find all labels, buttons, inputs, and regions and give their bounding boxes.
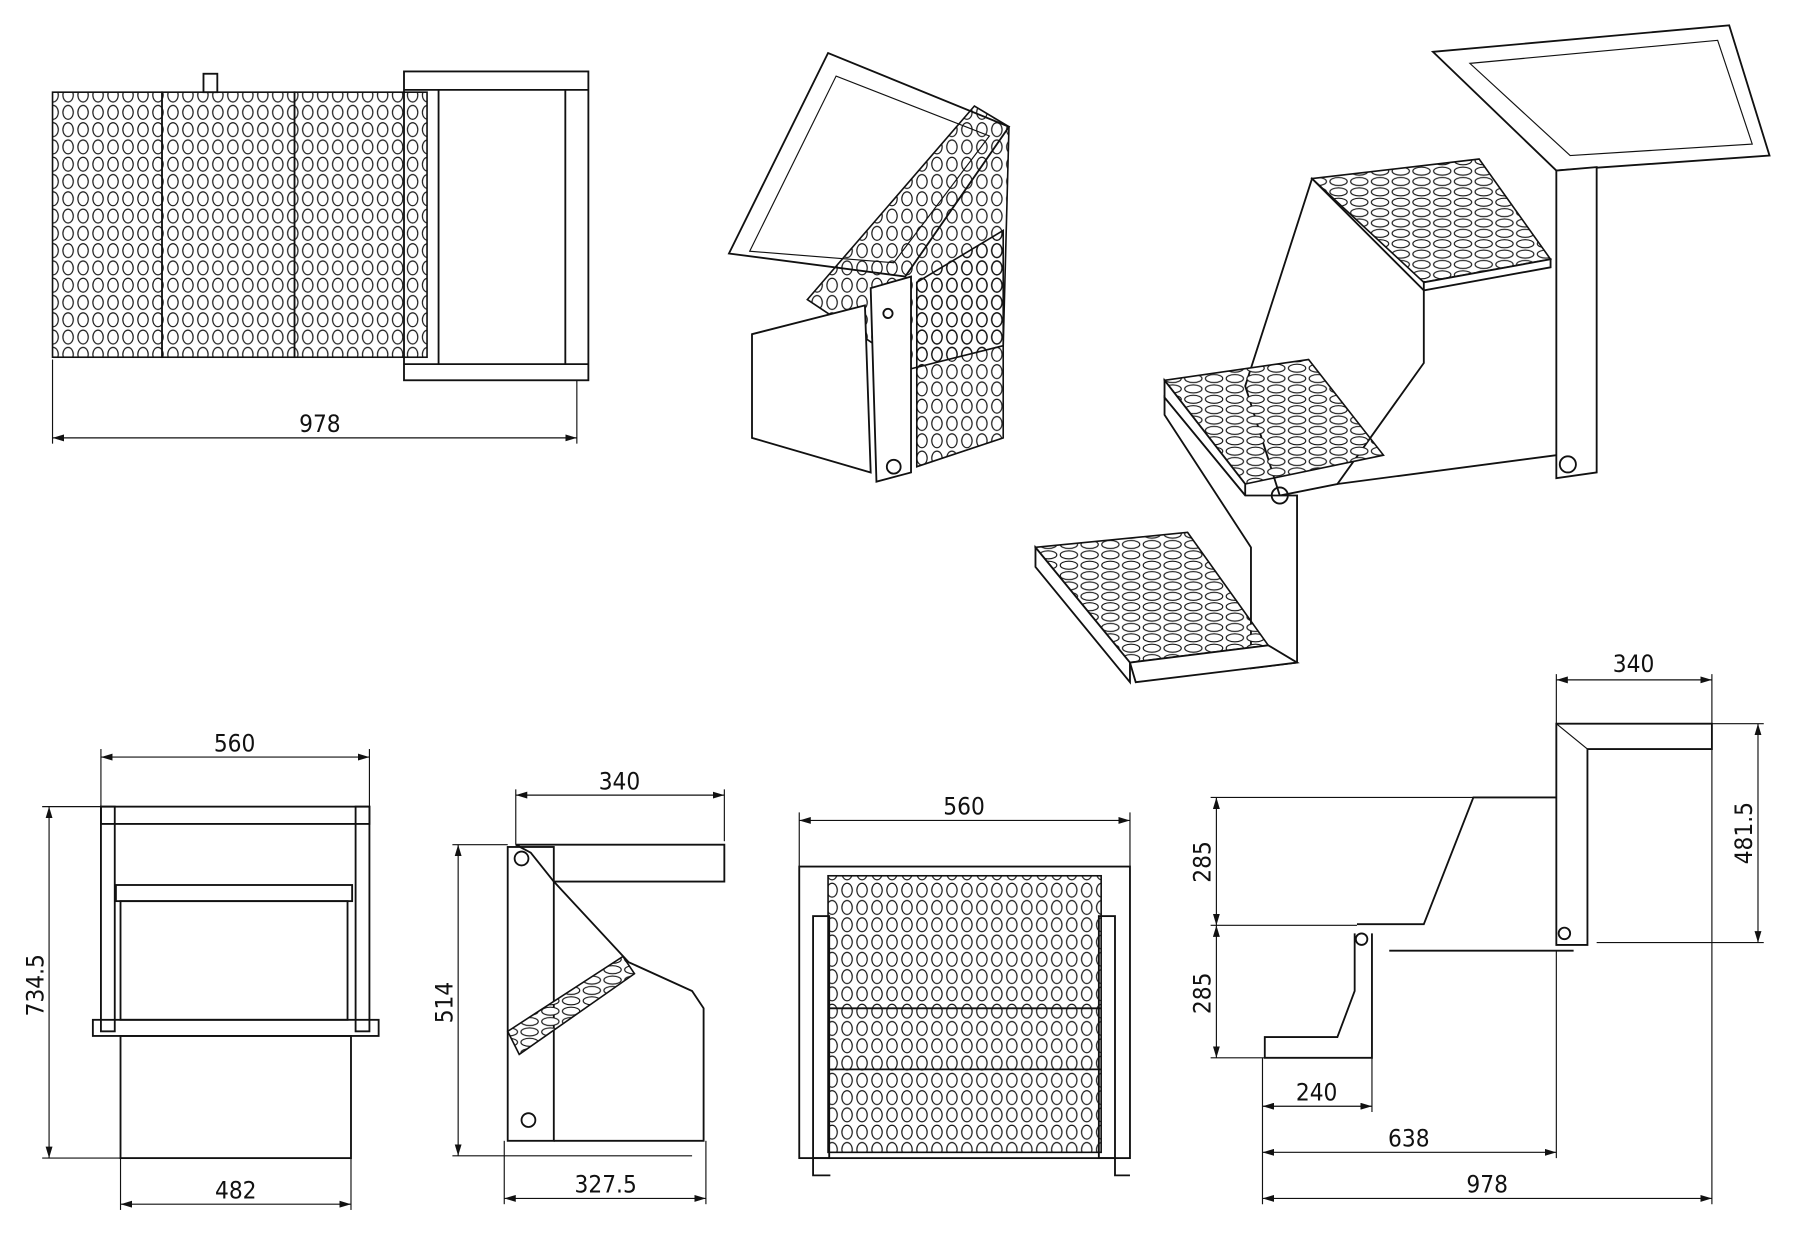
mount-post [1555, 166, 1598, 480]
dimension-label-514: 514 [430, 982, 458, 1024]
front-view: 560 734.5 482 [21, 729, 380, 1210]
side-bracket [812, 915, 831, 1160]
lower-tread-edge [1034, 544, 1131, 685]
tread-plate-3 [293, 91, 428, 359]
hinge-bolt [1558, 455, 1577, 474]
hinge-bolt [513, 850, 530, 867]
upper-step-riser [119, 900, 349, 1021]
dimension-label-240: 240 [1296, 1078, 1338, 1106]
profile-view: 340 481.5 285 285 240 638 978 [1189, 650, 1764, 1205]
upper-tread-edge [1422, 258, 1552, 292]
rear-perforated-panel [915, 229, 1005, 468]
foot [812, 1158, 831, 1177]
frame-outline [403, 70, 590, 382]
lower-step [91, 1018, 380, 1037]
left-post [100, 805, 116, 1033]
hinge-bolt [1354, 932, 1369, 946]
frame-outline [798, 865, 1131, 1160]
dimension-label-734-5: 734.5 [21, 954, 49, 1016]
dimension-label-560: 560 [214, 729, 256, 757]
isometric-folded-view [727, 51, 1011, 483]
hinge-bolt [885, 458, 902, 475]
dimension-label-978: 978 [299, 410, 341, 438]
latch-pin [202, 72, 219, 94]
dimension-label-340: 340 [599, 767, 641, 795]
perforated-panel [827, 874, 1102, 1154]
dimension-label-285-upper: 285 [1189, 841, 1217, 883]
dimension-label-327-5: 327.5 [575, 1171, 637, 1199]
tread-plate-1 [51, 91, 163, 359]
mount-arm [515, 843, 726, 883]
step-profile [553, 880, 705, 1142]
hinge-bolt [1557, 926, 1572, 941]
dimension-label-482: 482 [215, 1176, 257, 1204]
top-bar [100, 805, 371, 825]
top-frame-inner [1468, 39, 1754, 157]
side-box [751, 304, 872, 474]
side-bracket [1097, 915, 1116, 1160]
rear-view: 560 [798, 793, 1131, 1177]
rear-rail [1337, 454, 1557, 485]
dimension-label-481-5: 481.5 [1730, 802, 1758, 864]
hinge-bolt [520, 1112, 537, 1128]
dimension-label-285-lower: 285 [1189, 973, 1217, 1015]
side-view: 340 514 327.5 [430, 767, 726, 1205]
mount-post [506, 846, 555, 1142]
lower-step-riser [119, 1035, 352, 1160]
bracket-bevel [1555, 723, 1588, 750]
dimension-label-340: 340 [1613, 650, 1655, 678]
folded-tread [506, 955, 636, 1056]
upper-step [114, 884, 354, 903]
foot [1114, 1158, 1130, 1177]
top-view: 978 [51, 70, 590, 444]
lower-step-profile [1263, 933, 1373, 1059]
hinge-bolt [882, 307, 894, 319]
dimension-label-560: 560 [943, 793, 985, 821]
mount-bracket [1555, 722, 1713, 946]
dimension-label-978: 978 [1466, 1171, 1508, 1199]
top-frame [1430, 24, 1771, 172]
right-post [354, 805, 371, 1033]
isometric-deployed-view [1033, 24, 1771, 685]
dimension-label-638: 638 [1388, 1125, 1430, 1153]
tread-plate-2 [161, 91, 296, 359]
side-post [869, 275, 912, 483]
hinge-bolt [1270, 486, 1289, 505]
upper-step-profile [1356, 796, 1557, 926]
lower-tread-front [1128, 644, 1300, 684]
